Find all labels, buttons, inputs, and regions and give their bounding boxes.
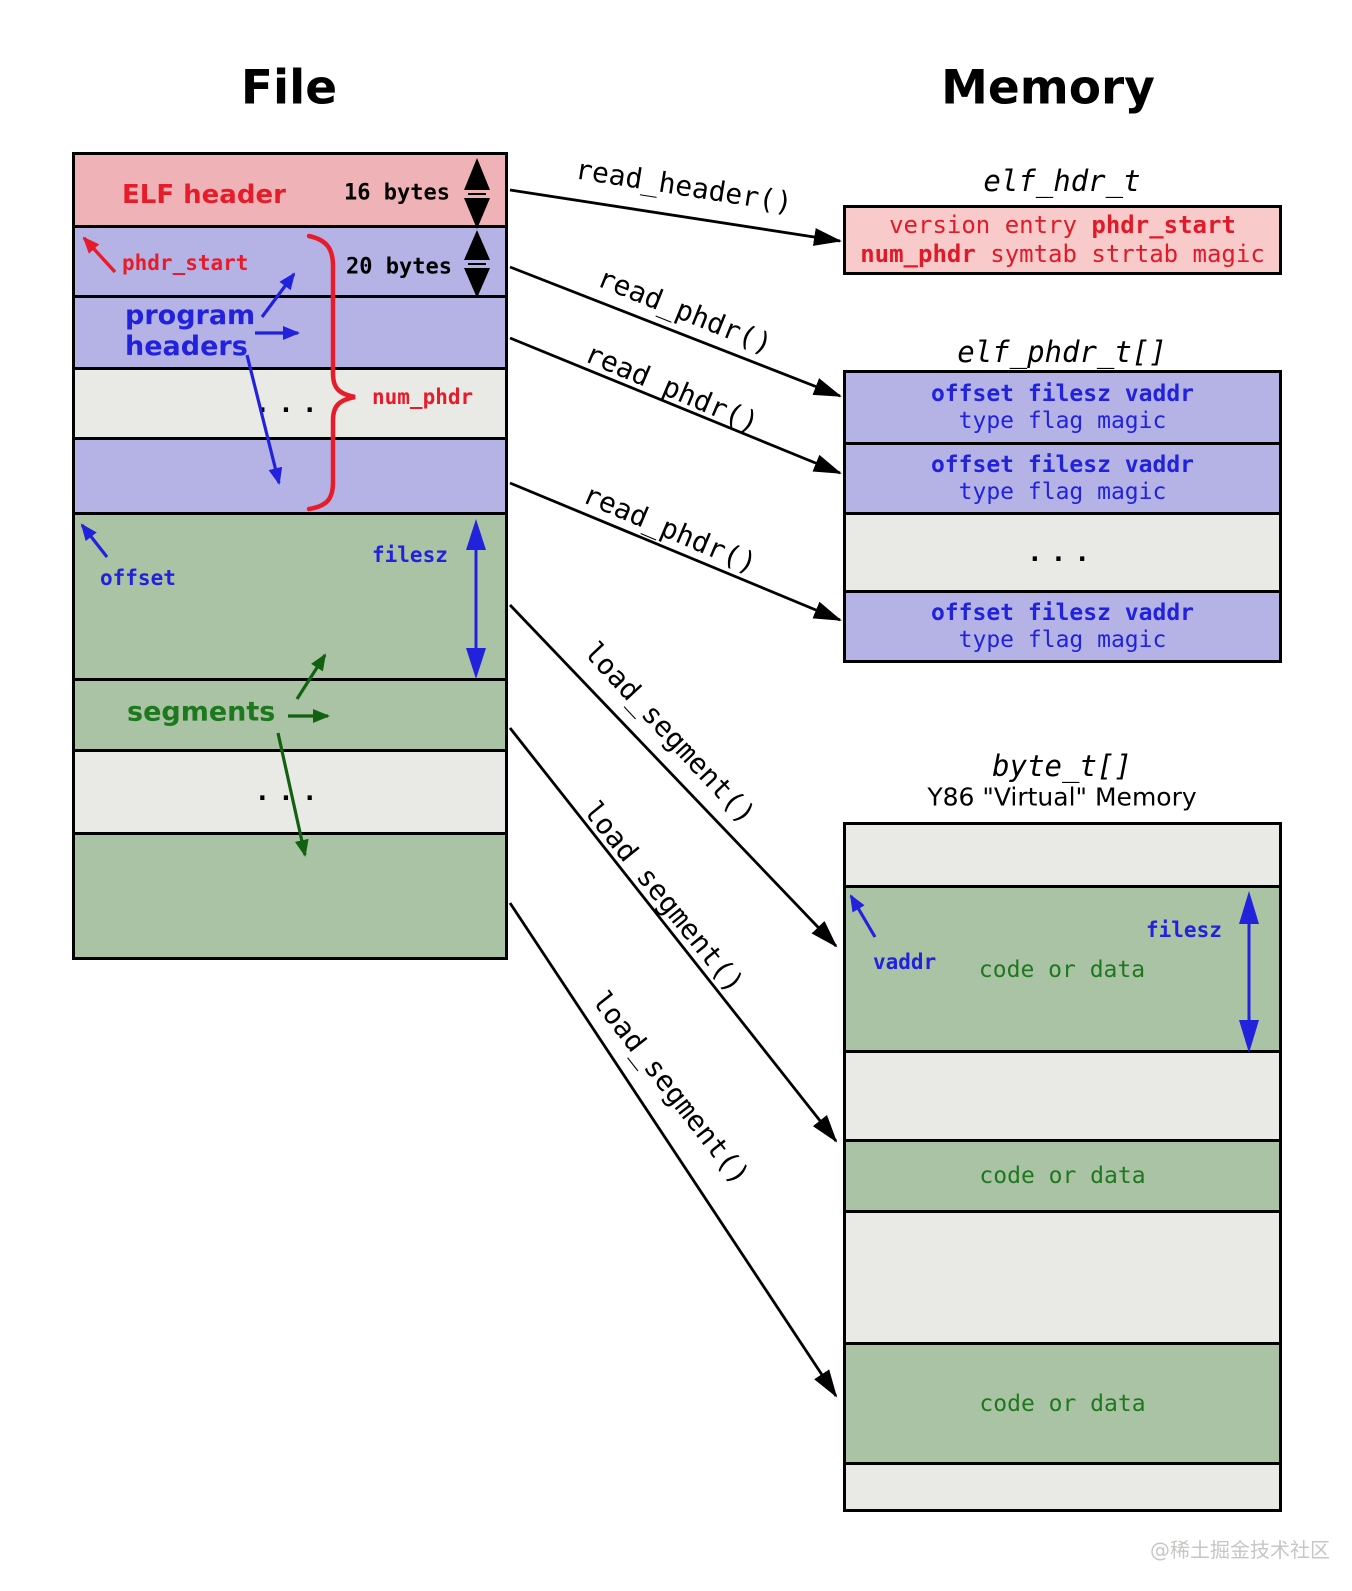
num-phdr-label: num_phdr <box>372 384 474 409</box>
file-segment-ellipsis-row: ... <box>72 749 508 835</box>
size-16-bytes-label: 16 bytes <box>344 180 450 206</box>
vm-code-segment-2: code or data <box>843 1139 1282 1213</box>
phdr-fields-line-1: offset filesz vaddr <box>930 599 1195 626</box>
phdr-start-label: phdr_start <box>122 250 249 275</box>
code-or-data-text: code or data <box>978 957 1146 983</box>
phdr-fields-line-2: type flag magic <box>958 407 1167 434</box>
read-header-fn-label: read_header() <box>573 152 795 220</box>
vm-code-segment-3: code or data <box>843 1342 1282 1465</box>
byte-t-title: byte_t[] <box>992 749 1132 783</box>
vm-gap-4 <box>843 1462 1282 1512</box>
load-segment-fn-label-2: load_segment() <box>576 794 752 1000</box>
code-or-data-text: code or data <box>979 1163 1146 1189</box>
memory-column-title: Memory <box>941 60 1155 116</box>
memory-phdr-row-3: offset filesz vaddr type flag magic <box>843 590 1282 663</box>
memory-phdr-ellipsis-row: ... <box>843 512 1282 593</box>
program-headers-line-1: program <box>125 299 256 331</box>
ellipsis-text: ... <box>1027 537 1098 568</box>
memory-phdr-row-1: offset filesz vaddr type flag magic <box>843 370 1282 445</box>
read-phdr-arrow-3 <box>509 481 842 622</box>
vm-gap-2 <box>843 1050 1282 1142</box>
phdr-fields-line-1: offset filesz vaddr <box>930 451 1195 478</box>
size-20-bytes-label: 20 bytes <box>346 254 452 280</box>
load-segment-arrow-3 <box>508 902 838 1398</box>
file-phdr-row-3 <box>72 437 508 515</box>
vm-code-segment-1 <box>843 885 1282 1053</box>
program-headers-line-2: headers <box>125 331 248 362</box>
load-segment-fn-label-3: load_segment() <box>585 984 757 1192</box>
elf-hdr-fields-line-2: num_phdr symtab strtab magic <box>860 240 1265 268</box>
ellipsis-text: ... <box>254 777 326 807</box>
offset-label: offset <box>100 565 176 590</box>
file-segment-1 <box>72 512 508 681</box>
read-phdr-fn-label-2: read_phdr() <box>580 336 764 440</box>
vaddr-label: vaddr <box>873 949 937 974</box>
read-phdr-fn-label-3: read_phdr() <box>578 477 762 581</box>
elf-phdr-t-title: elf_phdr_t[] <box>957 335 1167 369</box>
file-segment-3 <box>72 832 508 960</box>
vm-gap-1 <box>843 822 1282 888</box>
read-phdr-fn-label-1: read_phdr() <box>592 260 778 362</box>
elf-header-label: ELF header <box>122 180 286 211</box>
memory-phdr-row-2: offset filesz vaddr type flag magic <box>843 442 1282 515</box>
memory-elf-hdr-box: version entry phdr_start num_phdr symtab… <box>843 205 1282 275</box>
watermark: @稀土掘金技术社区 <box>1150 1538 1330 1562</box>
program-headers-label: program headers <box>125 300 255 362</box>
filesz-file-label: filesz <box>372 542 448 567</box>
code-or-data-text: code or data <box>979 1390 1146 1417</box>
filesz-mem-label: filesz <box>1146 917 1222 942</box>
vm-gap-3 <box>843 1210 1282 1345</box>
phdr-fields-line-2: type flag magic <box>958 626 1167 653</box>
phdr-fields-line-2: type flag magic <box>958 478 1167 505</box>
elf-hdr-t-title: elf_hdr_t <box>983 164 1141 198</box>
phdr-fields-line-1: offset filesz vaddr <box>930 380 1195 407</box>
virtual-memory-subtitle: Y86 "Virtual" Memory <box>927 782 1197 812</box>
ellipsis-text: ... <box>254 388 326 419</box>
elf-hdr-fields-line-1: version entry phdr_start <box>889 211 1236 239</box>
file-column-title: File <box>240 60 338 116</box>
segments-label: segments <box>127 696 276 728</box>
